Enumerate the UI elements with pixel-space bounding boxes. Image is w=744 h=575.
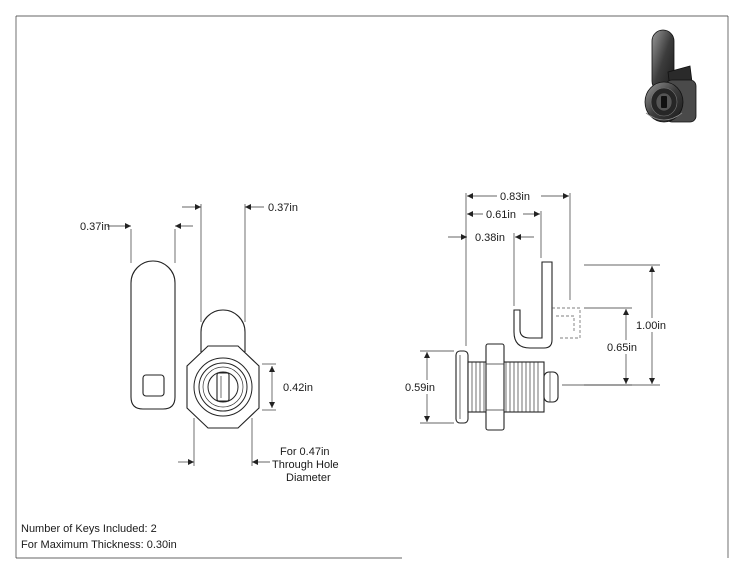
dim-overall-length-label: 0.83in (500, 191, 530, 203)
dim-to-cam-label: 0.61in (486, 209, 516, 221)
hole-note-line2: Through Hole (272, 459, 339, 471)
cam-lever (130, 260, 176, 410)
body-face (193, 357, 253, 417)
dim-face-diameter-label: 0.59in (405, 382, 435, 394)
keyway-plug (207, 371, 239, 403)
dim-flat-width-label: 0.42in (283, 382, 313, 394)
dim-cam-tip-label: 0.37in (268, 202, 298, 214)
front-view: 0.37in 0.37in 0.42in For 0.47in Through … (80, 202, 339, 484)
lock-face-flange (455, 350, 469, 424)
side-hex-nut (485, 343, 505, 431)
rear-screw (543, 371, 559, 403)
product-thumbnail (644, 29, 697, 123)
dim-cam-width-label: 0.37in (80, 221, 110, 233)
dim-cam-height-label: 1.00in (636, 320, 666, 332)
dim-cam-offset-label: 0.65in (607, 342, 637, 354)
spec-notes: Number of Keys Included: 2 For Maximum T… (21, 523, 177, 551)
hole-note-line1: For 0.47in (280, 446, 330, 458)
note-keys-included: Number of Keys Included: 2 (21, 523, 157, 535)
dim-body-length-label: 0.38in (475, 232, 505, 244)
cam-tip (200, 309, 246, 352)
hole-note-line3: Diameter (286, 472, 331, 484)
side-cam (513, 261, 553, 349)
drawing-border (15, 15, 729, 559)
hidden-cam (552, 307, 581, 339)
thread-lines (471, 362, 539, 412)
keyway-slot (216, 372, 230, 402)
cam-square-hole (142, 374, 165, 397)
note-max-thickness: For Maximum Thickness: 0.30in (21, 539, 177, 551)
side-view: 0.83in 0.61in 0.38in 1.00in 0.65in 0.59i (404, 188, 674, 431)
